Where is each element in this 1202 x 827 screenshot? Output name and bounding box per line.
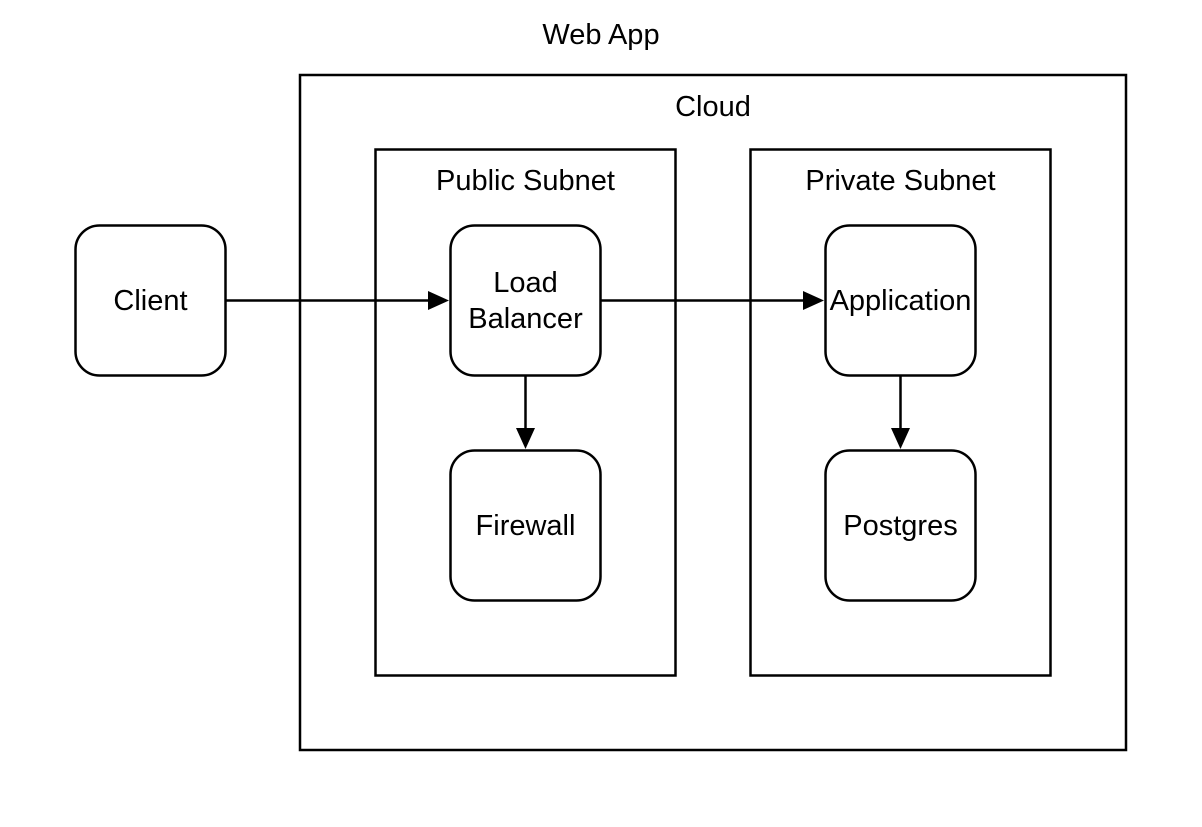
node-postgres: Postgres (825, 450, 976, 601)
node-postgres-label: Postgres (843, 509, 958, 542)
container-private-subnet-label: Private Subnet (805, 165, 996, 197)
node-firewall: Firewall (450, 450, 601, 601)
arrowhead-icon (891, 428, 910, 449)
node-client-label: Client (113, 284, 188, 317)
edge-load-balancer-to-application (601, 291, 824, 310)
container-public-subnet-label: Public Subnet (436, 165, 615, 197)
arrowhead-icon (428, 291, 449, 310)
edge-load-balancer-to-firewall (516, 376, 535, 449)
arrowhead-icon (516, 428, 535, 449)
node-application-box (824, 224, 977, 377)
node-application: Application (825, 225, 976, 376)
node-firewall-box (449, 449, 602, 602)
node-firewall-label: Firewall (475, 509, 576, 542)
node-load-balancer-box (449, 224, 602, 377)
node-client: Client (75, 225, 226, 376)
node-load-balancer-label: Load Balancer (468, 266, 583, 335)
arrowhead-icon (803, 291, 824, 310)
diagram-title: Web App (542, 19, 660, 51)
edge-application-to-postgres (891, 376, 910, 449)
node-application-label: Application (829, 284, 972, 317)
node-load-balancer: Load Balancer (450, 225, 601, 376)
container-cloud-label: Cloud (675, 91, 751, 123)
edge-client-to-load-balancer (226, 291, 449, 310)
node-postgres-box (824, 449, 977, 602)
node-client-box (74, 224, 227, 377)
